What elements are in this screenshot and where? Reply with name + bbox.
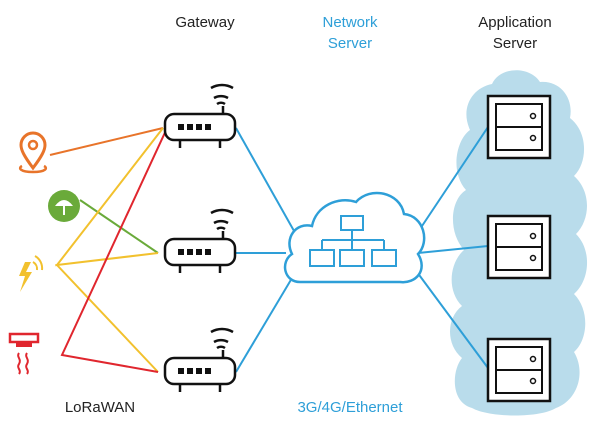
link-smoke-to-gateways: [60, 125, 169, 373]
application-server-label-line2: Server: [492, 35, 538, 52]
location-pin-icon: [18, 131, 48, 174]
link-pin-to-gateway-1: [49, 127, 164, 156]
gateway-label: Gateway: [175, 14, 235, 31]
application-server-3: [486, 337, 552, 403]
application-server-1: [486, 94, 552, 160]
application-server-2: [486, 214, 552, 280]
backhaul-label: 3G/4G/Ethernet: [297, 399, 403, 416]
link-meter-to-gateways: [54, 127, 164, 373]
lorawan-label: LoRaWAN: [64, 399, 136, 416]
network-server-label-line2: Server: [327, 35, 373, 52]
smoke-detector-icon: [8, 332, 40, 375]
backhaul-links: [235, 126, 489, 373]
power-meter-icon: [19, 255, 44, 292]
gateway-router-2: [163, 208, 237, 273]
network-server-label-line1: Network: [322, 14, 378, 31]
radio-links: [49, 125, 169, 373]
gateway-router-1: [163, 83, 237, 148]
network-server-icon: [283, 191, 426, 284]
link-leaf-to-gateway-2: [79, 199, 159, 254]
gateway-router-3: [163, 327, 237, 392]
application-server-label-line1: Application: [478, 14, 552, 31]
leaf-sensor-icon: [48, 190, 80, 222]
